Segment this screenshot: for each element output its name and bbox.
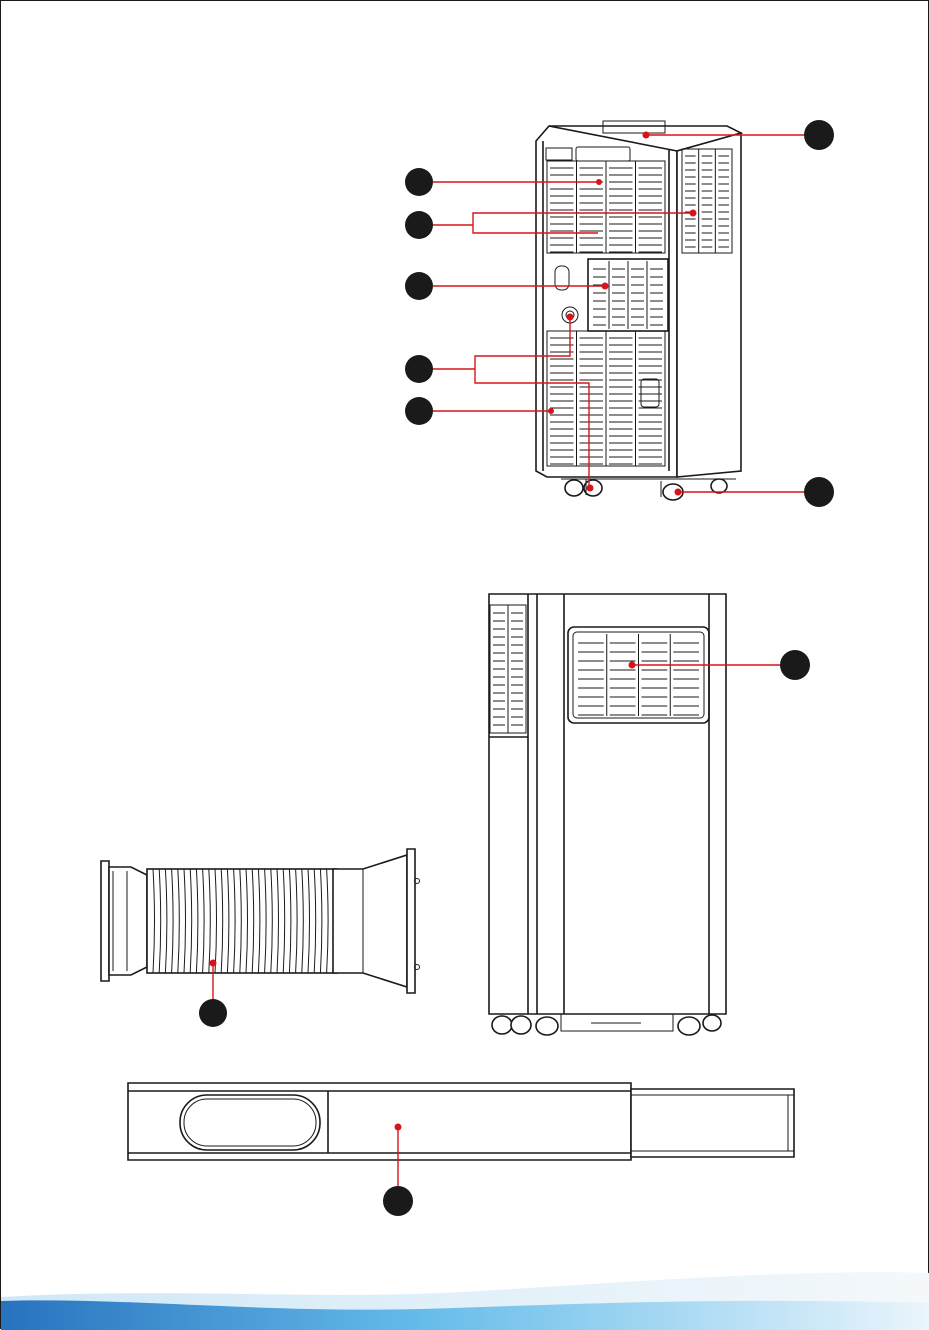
callout-marker bbox=[405, 168, 433, 196]
callout-marker bbox=[405, 211, 433, 239]
window-slider-kit bbox=[128, 1083, 794, 1160]
callout-marker bbox=[405, 355, 433, 383]
callout-marker bbox=[383, 1186, 413, 1216]
callout-marker bbox=[804, 120, 834, 150]
callout-marker bbox=[405, 397, 433, 425]
callout-marker bbox=[780, 650, 810, 680]
callout-marker bbox=[199, 999, 227, 1027]
front-wheels bbox=[492, 1014, 721, 1035]
front-unit-body bbox=[489, 594, 726, 1014]
callout-marker bbox=[405, 272, 433, 300]
rear-unit-side bbox=[677, 133, 741, 477]
front-view-unit bbox=[489, 594, 726, 1035]
footer-wave bbox=[1, 1272, 929, 1330]
callout-marker bbox=[804, 477, 834, 507]
rear-view-unit bbox=[536, 121, 741, 500]
hose-unit-connector bbox=[333, 855, 407, 987]
exhaust-hose bbox=[101, 849, 420, 993]
hose-window-adapter bbox=[109, 867, 147, 975]
